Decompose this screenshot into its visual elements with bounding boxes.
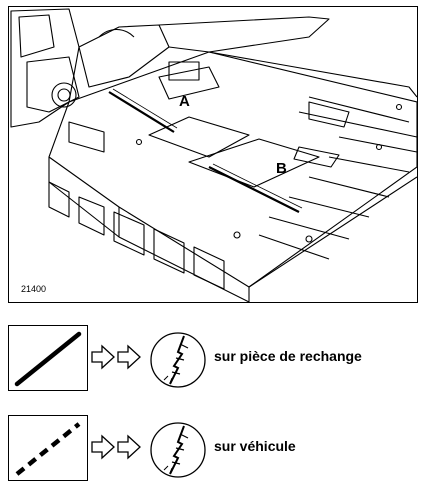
welding-gun-icon xyxy=(150,422,206,478)
callout-a: A xyxy=(179,93,190,110)
arrow-icon xyxy=(91,344,141,370)
vehicle-floor-illustration xyxy=(10,8,417,302)
figure-number: 21400 xyxy=(21,284,47,294)
welding-gun-icon xyxy=(150,332,206,388)
dashed-line-swatch xyxy=(8,415,88,481)
arrow-icon xyxy=(91,434,141,460)
legend-row-spare-part: sur pièce de rechange xyxy=(8,322,423,392)
technical-drawing-panel: A B 21400 xyxy=(8,6,418,303)
callout-b: B xyxy=(276,160,287,177)
legend-label-vehicle: sur véhicule xyxy=(214,438,296,454)
solid-line-swatch xyxy=(8,325,88,391)
legend-label-spare-part: sur pièce de rechange xyxy=(214,348,362,364)
legend-row-vehicle: sur véhicule xyxy=(8,412,423,482)
